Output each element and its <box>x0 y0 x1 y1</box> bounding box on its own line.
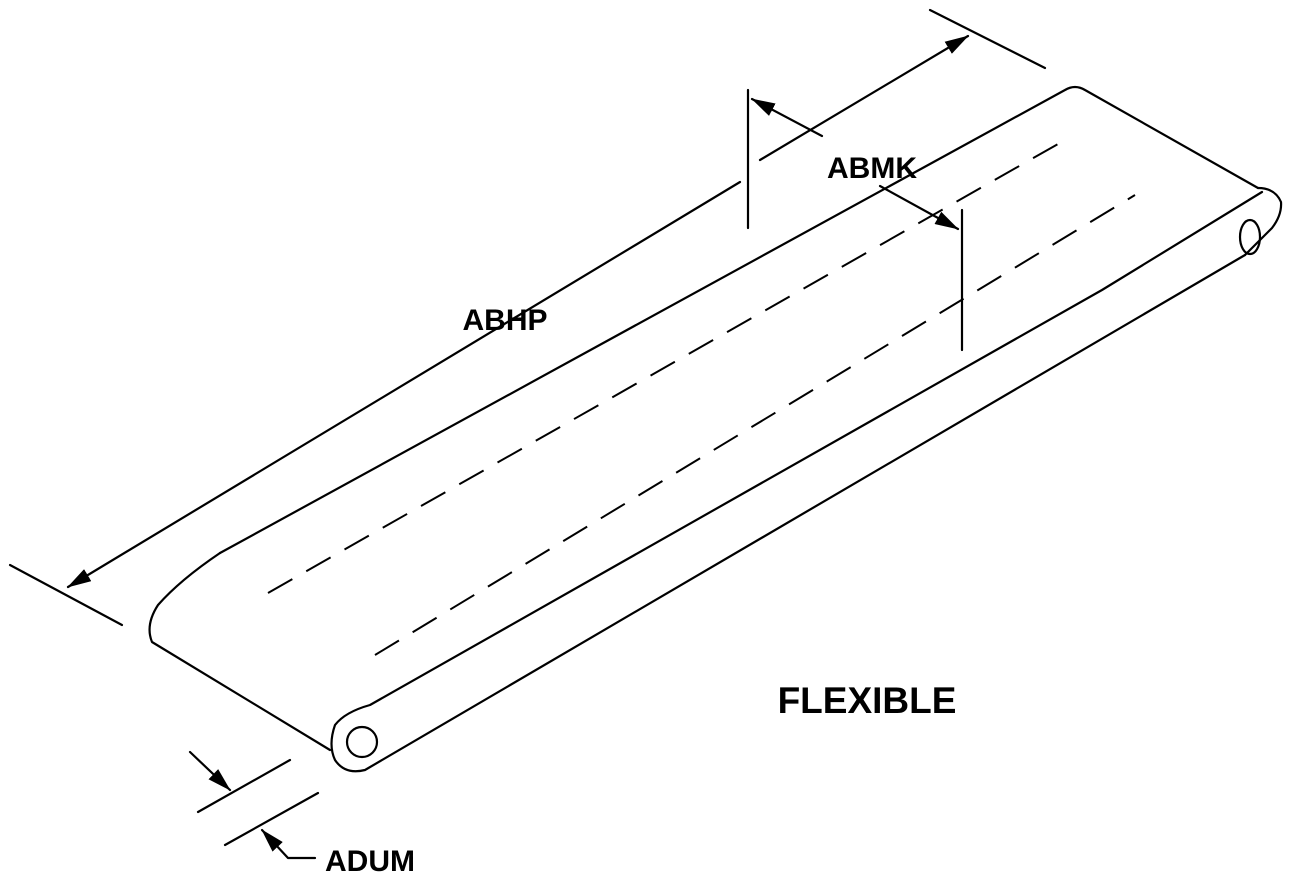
adum-label: ADUM <box>325 845 415 878</box>
rear-roller-end <box>1238 218 1262 256</box>
dimension-adum: ADUM <box>188 750 415 878</box>
front-roller-end <box>345 725 379 759</box>
belt-outline <box>148 85 1283 773</box>
abhp-label: ABHP <box>462 304 547 337</box>
dimension-abmk: ABMK <box>746 88 964 352</box>
abmk-label: ABMK <box>827 152 917 185</box>
diagram-title: FLEXIBLE <box>778 680 957 721</box>
dimension-abhp: ABHP <box>8 8 1047 627</box>
